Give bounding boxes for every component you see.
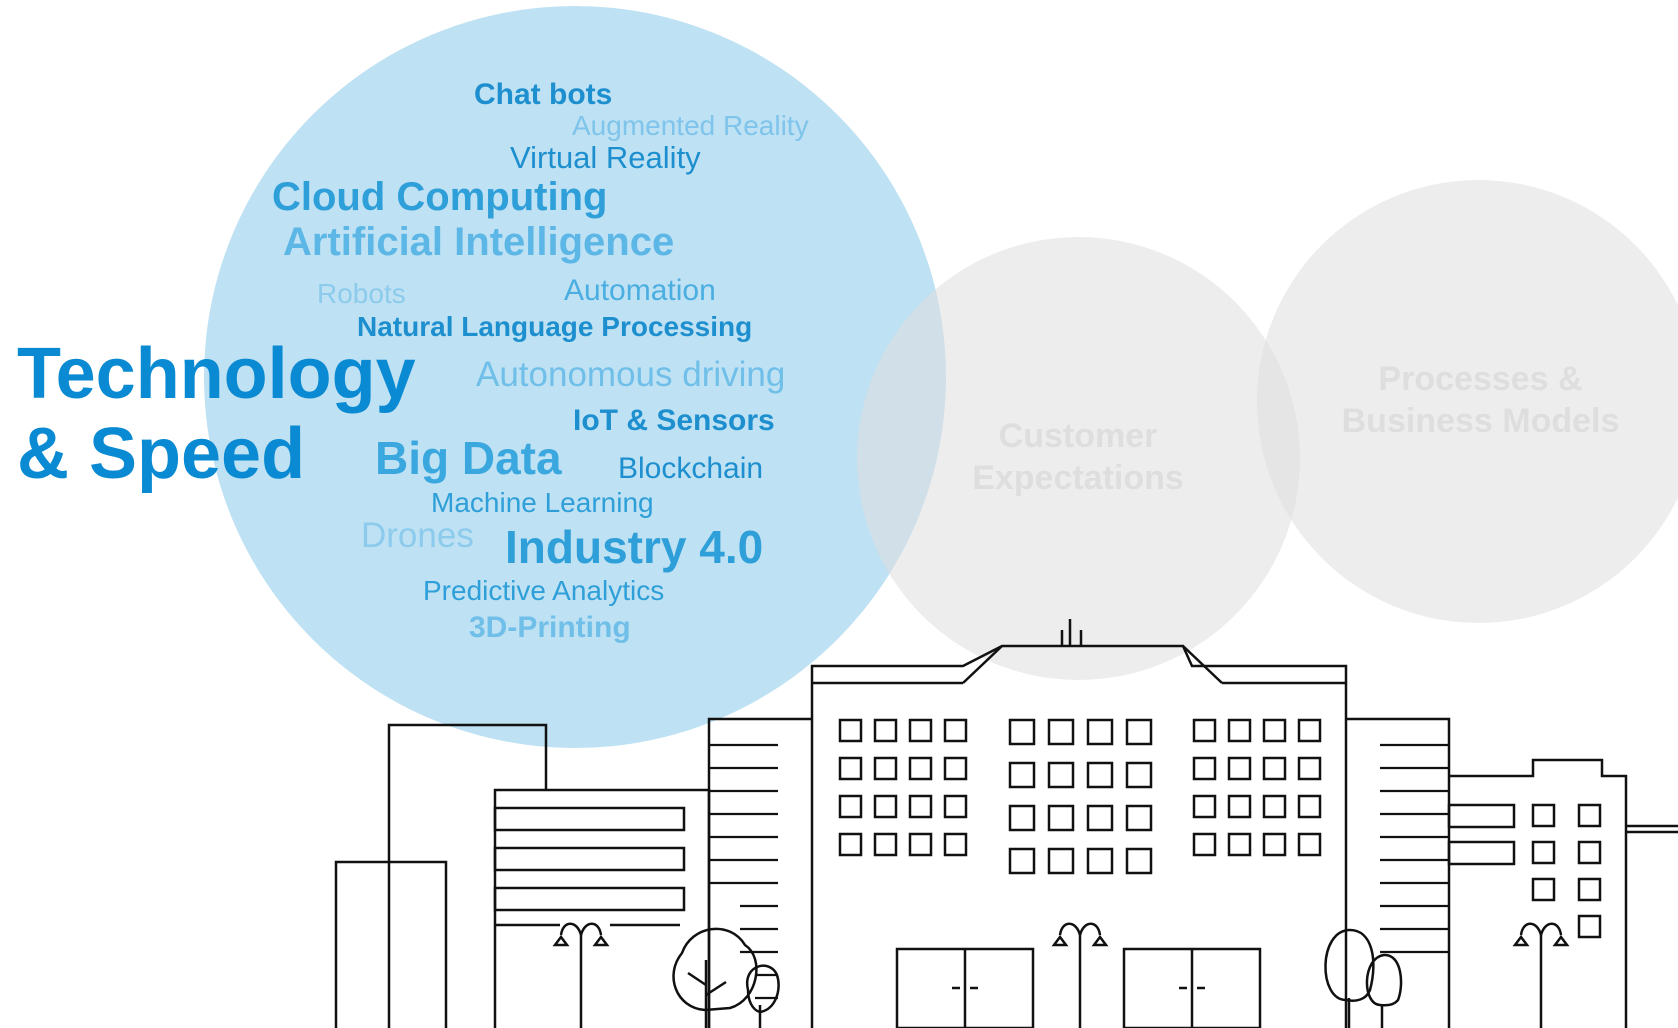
window	[1297, 794, 1322, 819]
word-robots: Robots	[317, 278, 406, 309]
technology-title-line2: & Speed	[17, 414, 306, 494]
processes-business-models-line2: Business Models	[1341, 402, 1620, 440]
window	[1227, 718, 1252, 743]
window	[1125, 718, 1153, 746]
window	[1192, 832, 1217, 857]
window	[1047, 718, 1075, 746]
window	[1086, 804, 1114, 832]
word-blockchain: Blockchain	[618, 452, 764, 485]
processes-business-models-circle	[1257, 180, 1678, 623]
street-lamp	[1512, 922, 1570, 1028]
window	[1227, 794, 1252, 819]
window	[1086, 847, 1114, 875]
window	[1227, 832, 1252, 857]
window	[1047, 847, 1075, 875]
window	[1531, 840, 1556, 865]
window	[943, 832, 968, 857]
technology-speed-title: Technology & Speed	[17, 334, 416, 494]
customer-expectations-line2: Expectations	[972, 459, 1184, 497]
window	[1262, 832, 1287, 857]
window	[1262, 718, 1287, 743]
window	[1577, 803, 1602, 828]
window	[1008, 761, 1036, 789]
word-predictive-analytics: Predictive Analytics	[423, 575, 665, 606]
window	[1577, 877, 1602, 902]
window	[1531, 877, 1556, 902]
window	[908, 718, 933, 743]
window	[908, 756, 933, 781]
window	[873, 718, 898, 743]
window	[943, 756, 968, 781]
word-automation: Automation	[564, 274, 716, 307]
customer-expectations-line1: Customer	[998, 417, 1158, 455]
window	[1192, 718, 1217, 743]
window	[1125, 761, 1153, 789]
window	[838, 756, 863, 781]
window	[873, 794, 898, 819]
word-big-data: Big Data	[375, 432, 562, 484]
window	[838, 794, 863, 819]
word-cloud-computing: Cloud Computing	[272, 175, 608, 219]
word-3d-printing: 3D-Printing	[469, 611, 631, 644]
street-lamp	[1051, 922, 1109, 1028]
window	[1008, 718, 1036, 746]
street-lamp	[552, 922, 610, 1028]
window	[1008, 847, 1036, 875]
window	[1086, 761, 1114, 789]
window	[838, 718, 863, 743]
window	[1125, 804, 1153, 832]
word-natural-language-processing: Natural Language Processing	[357, 311, 753, 342]
window	[1008, 804, 1036, 832]
window	[908, 832, 933, 857]
window	[1047, 804, 1075, 832]
word-virtual-reality: Virtual Reality	[510, 140, 701, 175]
word-iot-sensors: IoT & Sensors	[573, 404, 775, 437]
window	[1125, 847, 1153, 875]
word-industry-4-0: Industry 4.0	[505, 521, 764, 573]
word-augmented-reality: Augmented Reality	[572, 110, 809, 141]
processes-business-models-label: Processes & Business Models	[1298, 358, 1663, 442]
word-autonomous-driving: Autonomous driving	[476, 355, 786, 394]
window	[1262, 794, 1287, 819]
window	[1192, 756, 1217, 781]
technology-circle	[204, 6, 946, 748]
window	[1531, 803, 1556, 828]
window	[1577, 840, 1602, 865]
window	[1577, 914, 1602, 939]
window	[1297, 832, 1322, 857]
word-chat-bots: Chat bots	[474, 78, 613, 111]
word-drones: Drones	[361, 516, 474, 555]
processes-business-models-line1: Processes &	[1378, 360, 1583, 398]
window	[838, 832, 863, 857]
window	[1297, 756, 1322, 781]
word-machine-learning: Machine Learning	[431, 487, 654, 518]
word-artificial-intelligence: Artificial Intelligence	[283, 220, 675, 264]
technology-title-line1: Technology	[17, 334, 416, 414]
window	[1192, 794, 1217, 819]
window	[873, 756, 898, 781]
window	[1047, 761, 1075, 789]
window	[1297, 718, 1322, 743]
customer-expectations-circle	[857, 237, 1300, 680]
window	[873, 832, 898, 857]
window	[1262, 756, 1287, 781]
window	[1086, 718, 1114, 746]
window	[943, 718, 968, 743]
window	[1227, 756, 1252, 781]
window	[908, 794, 933, 819]
customer-expectations-label: Customer Expectations	[908, 415, 1248, 499]
window	[943, 794, 968, 819]
